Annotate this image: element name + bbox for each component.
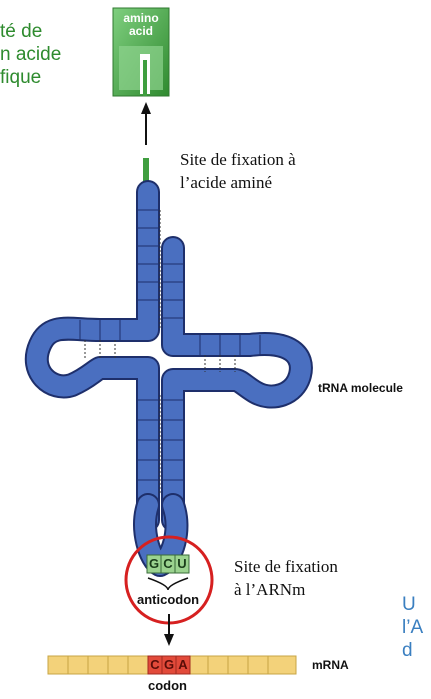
anticodon-base-3: U — [175, 556, 189, 571]
anticodon-base-2: C — [161, 556, 175, 571]
anticodon-letters: G C U — [147, 556, 189, 571]
codon-base-2: G — [162, 657, 176, 672]
mrna-site-line-2: à l’ARNm — [234, 578, 338, 601]
amino-site-label: Site de fixation à l’acide aminé — [180, 148, 296, 194]
down-arrow — [164, 614, 174, 646]
amino-acid-line-2: acid — [113, 25, 169, 38]
up-arrow — [141, 102, 151, 145]
anticodon-base-1: G — [147, 556, 161, 571]
outro-text: U l’A d — [402, 593, 423, 662]
anticodon-label: anticodon — [137, 592, 199, 607]
amino-site-line-1: Site de fixation à — [180, 148, 296, 171]
anticodon-brace — [148, 578, 188, 590]
outro-line-1: U — [402, 593, 423, 616]
mrna-site-line-1: Site de fixation — [234, 555, 338, 578]
mrna-site-label: Site de fixation à l’ARNm — [234, 555, 338, 601]
codon-label: codon — [148, 678, 187, 693]
amino-site-line-2: l’acide aminé — [180, 171, 296, 194]
outro-line-2: l’A — [402, 616, 423, 639]
codon-base-1: C — [148, 657, 162, 672]
trna-molecule-label: tRNA molecule — [318, 381, 403, 395]
trna-body — [37, 192, 301, 565]
codon-base-3: A — [176, 657, 190, 672]
amino-acid-label: amino acid — [113, 12, 169, 38]
codon-letters: C G A — [148, 657, 190, 672]
outro-line-3: d — [402, 639, 423, 662]
mrna-label: mRNA — [312, 658, 349, 672]
